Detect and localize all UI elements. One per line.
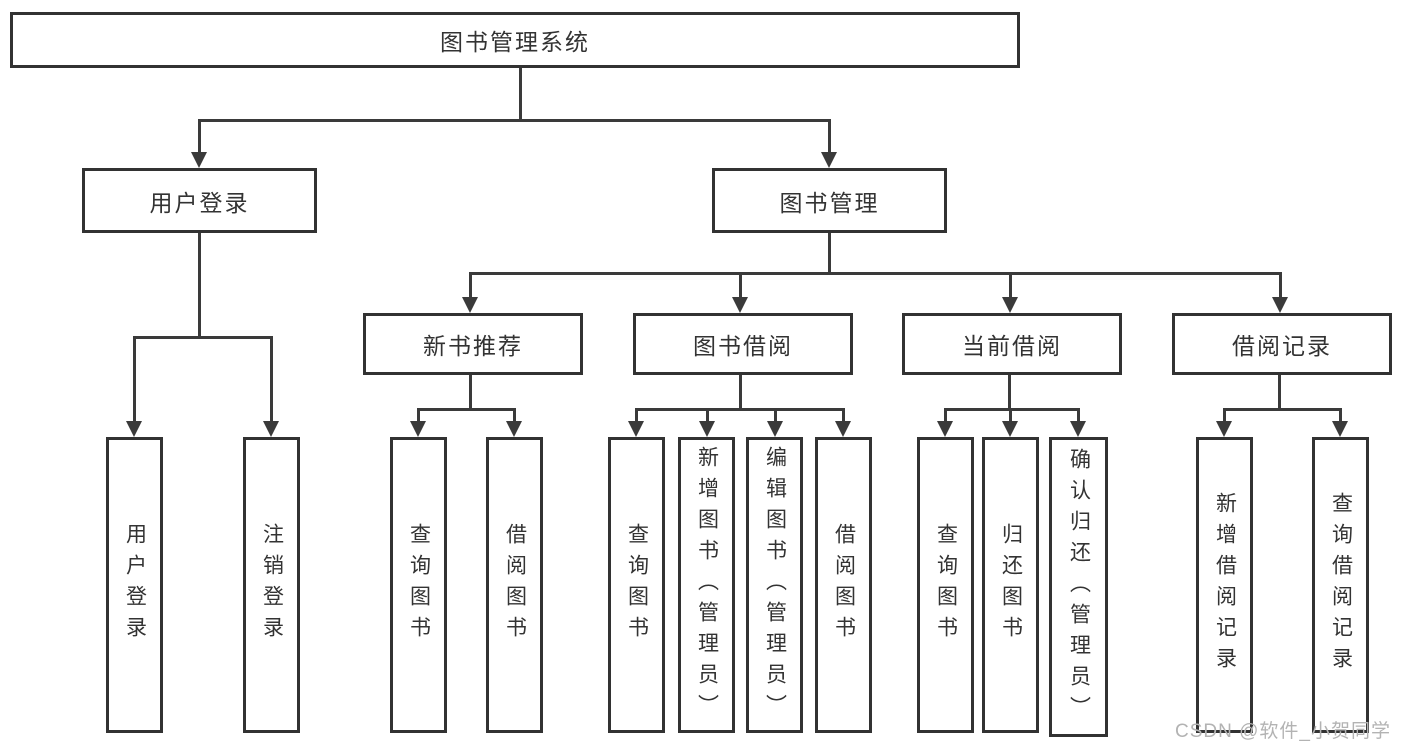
node-return-books: 归还图书 — [982, 437, 1039, 733]
node-label: 借阅记录 — [1232, 333, 1332, 359]
connector-book-mgmt-bus — [469, 272, 1281, 275]
node-label: 借阅图书 — [503, 523, 527, 647]
node-label: 新书推荐 — [423, 333, 523, 359]
csdn-watermark: CSDN @软件_小贺同学 — [1175, 721, 1391, 742]
arrow-down-icon — [191, 119, 207, 168]
arrow-down-icon — [767, 408, 783, 437]
arrow-down-icon — [1070, 408, 1086, 437]
connector-root-bus — [198, 119, 831, 122]
node-book-borrowing: 图书借阅 — [633, 313, 853, 375]
node-query-books-recommendation: 查询图书 — [390, 437, 447, 733]
arrow-down-icon — [628, 408, 644, 437]
node-label: 新增借阅记录 — [1213, 492, 1237, 678]
connector-borrowing-stem — [739, 375, 742, 410]
node-label: 编辑图书（管理员） — [763, 445, 787, 725]
arrow-down-icon — [1332, 408, 1348, 437]
connector-root-stem — [519, 68, 522, 121]
node-borrow-books-recommendation: 借阅图书 — [486, 437, 543, 733]
arrow-down-icon — [1002, 408, 1018, 437]
node-add-books-admin: 新增图书（管理员） — [678, 437, 735, 733]
connector-records-stem — [1278, 375, 1281, 410]
node-label: 归还图书 — [999, 523, 1023, 647]
arrow-down-icon — [263, 336, 279, 437]
node-borrowing-records: 借阅记录 — [1172, 313, 1392, 375]
node-confirm-return-admin: 确认归还（管理员） — [1049, 437, 1108, 737]
node-label: 图书借阅 — [693, 333, 793, 359]
arrow-down-icon — [1272, 272, 1288, 313]
node-label: 图书管理 — [779, 189, 880, 216]
node-logout: 注销登录 — [243, 437, 300, 733]
connector-records-bus — [1223, 408, 1342, 411]
arrow-down-icon — [821, 119, 837, 168]
connector-current-bus — [944, 408, 1080, 411]
node-current-borrowing: 当前借阅 — [902, 313, 1122, 375]
connector-book-mgmt-stem — [828, 233, 831, 274]
node-add-borrow-record: 新增借阅记录 — [1196, 437, 1253, 733]
arrow-down-icon — [1216, 408, 1232, 437]
node-book-management: 图书管理 — [712, 168, 947, 233]
node-borrow-books-borrowing: 借阅图书 — [815, 437, 872, 733]
node-label: 查询图书 — [625, 523, 649, 647]
connector-user-login-bus — [133, 336, 273, 339]
connector-borrowing-bus — [635, 408, 845, 411]
arrow-down-icon — [937, 408, 953, 437]
node-new-book-recommendation: 新书推荐 — [363, 313, 583, 375]
node-library-management-system: 图书管理系统 — [10, 12, 1020, 68]
connector-recommendation-stem — [469, 375, 472, 410]
arrow-down-icon — [699, 408, 715, 437]
node-user-login: 用户登录 — [82, 168, 317, 233]
node-label: 借阅图书 — [832, 523, 856, 647]
arrow-down-icon — [410, 408, 426, 437]
node-label: 查询图书 — [407, 523, 431, 647]
node-query-borrow-record: 查询借阅记录 — [1312, 437, 1369, 733]
node-label: 确认归还（管理员） — [1067, 447, 1091, 727]
arrow-down-icon — [506, 408, 522, 437]
node-edit-books-admin: 编辑图书（管理员） — [746, 437, 803, 733]
node-label: 查询图书 — [934, 523, 958, 647]
connector-recommendation-bus — [417, 408, 516, 411]
node-user-login-leaf: 用户登录 — [106, 437, 163, 733]
node-label: 用户登录 — [149, 189, 250, 216]
node-query-books-borrowing: 查询图书 — [608, 437, 665, 733]
connector-user-login-stem — [198, 233, 201, 338]
node-label: 注销登录 — [260, 523, 284, 647]
node-label: 当前借阅 — [962, 333, 1062, 359]
node-label: 图书管理系统 — [440, 29, 590, 55]
arrow-down-icon — [126, 336, 142, 437]
node-label: 查询借阅记录 — [1329, 492, 1353, 678]
connector-current-stem — [1008, 375, 1011, 410]
arrow-down-icon — [835, 408, 851, 437]
node-label: 新增图书（管理员） — [695, 445, 719, 725]
arrow-down-icon — [732, 272, 748, 313]
arrow-down-icon — [462, 272, 478, 313]
node-label: 用户登录 — [123, 523, 147, 647]
node-query-books-current: 查询图书 — [917, 437, 974, 733]
arrow-down-icon — [1002, 272, 1018, 313]
